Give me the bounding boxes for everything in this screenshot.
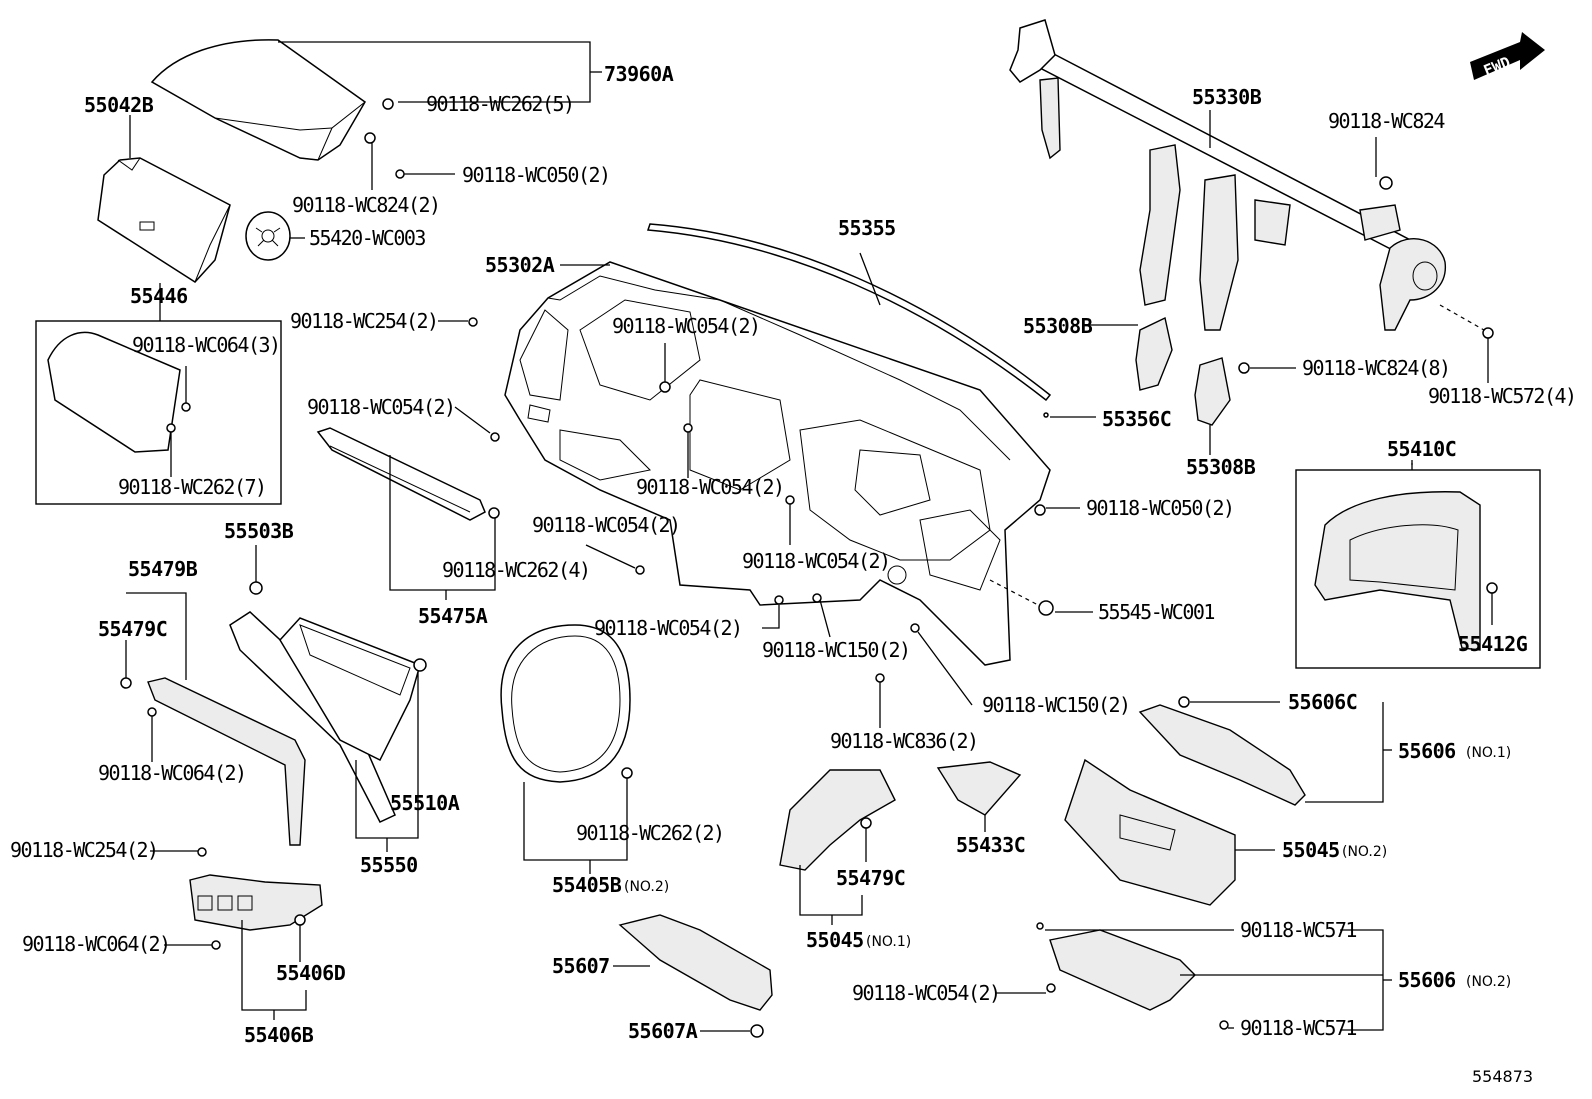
pad-55433C-part — [936, 761, 1022, 816]
label-55510A: 55510A — [390, 791, 460, 815]
label-90118-WC824-8: 90118-WC824(8) — [1302, 356, 1450, 380]
label-55406B: 55406B — [244, 1023, 314, 1047]
label-73960A: 73960A — [604, 62, 674, 86]
label-55308B-b: 55308B — [1186, 455, 1256, 479]
label-90118-WC064-2-a: 90118-WC064(2) — [98, 761, 246, 785]
drawing-number: 554873 — [1472, 1067, 1533, 1086]
label-90118-WC836-2: 90118-WC836(2) — [830, 729, 978, 753]
label-90118-WC050-2-b: 90118-WC050(2) — [1086, 496, 1234, 520]
label-90118-WC262-2: 90118-WC262(2) — [576, 821, 724, 845]
label-90118-WC254-2-a: 90118-WC254(2) — [290, 309, 438, 333]
glove-box-part — [97, 157, 231, 283]
label-55607: 55607 — [552, 954, 610, 978]
label-55475A: 55475A — [418, 604, 488, 628]
label-90118-WC824-2: 90118-WC824(2) — [292, 193, 440, 217]
label-55420-WC003: 55420-WC003 — [309, 226, 425, 250]
label-90118-WC054-2-d: 90118-WC054(2) — [532, 513, 680, 537]
defroster-strip-part — [646, 223, 1052, 402]
label-90118-WC064-2-b: 90118-WC064(2) — [22, 932, 170, 956]
label-55479C-b: 55479C — [836, 866, 905, 890]
label-55045-b: 55045 — [1282, 838, 1340, 862]
label-90118-WC054-2-a: 90118-WC054(2) — [612, 314, 760, 338]
trim-55479B-part — [147, 677, 306, 846]
label-90118-WC572-4: 90118-WC572(4) — [1428, 384, 1576, 408]
label-90118-WC262-4: 90118-WC262(4) — [442, 558, 590, 582]
label-55545-WC001: 55545-WC001 — [1098, 600, 1214, 624]
box-55410C — [1295, 469, 1541, 669]
label-90118-WC054-2-g: 90118-WC054(2) — [852, 981, 1000, 1005]
label-55405B: 55405B — [552, 873, 622, 897]
lower-panel-55475A-part — [316, 427, 486, 521]
label-90118-WC054-2-f: 90118-WC054(2) — [594, 616, 742, 640]
label-55042B: 55042B — [84, 93, 154, 117]
label-55479C-a: 55479C — [98, 617, 167, 641]
label-90118-WC254-2-b: 90118-WC254(2) — [10, 838, 158, 862]
cluster-finish-part — [1314, 491, 1481, 651]
label-55355: 55355 — [838, 216, 896, 240]
label-55412G: 55412G — [1458, 632, 1528, 656]
panel-55607-part — [618, 914, 773, 1011]
label-55045-b-note: (NO.2) — [1342, 844, 1387, 860]
label-90118-WC050-2-a: 90118-WC050(2) — [462, 163, 610, 187]
gasket-55405B-part — [500, 624, 631, 783]
label-55433C: 55433C — [956, 833, 1025, 857]
cap-55420-part — [245, 211, 291, 261]
label-55606-a: 55606 — [1398, 739, 1456, 763]
panel-55606-no2-part — [1049, 929, 1196, 1011]
label-55606-b-note: (NO.2) — [1466, 974, 1511, 990]
label-55045-a-note: (NO.1) — [866, 934, 911, 950]
label-90118-WC571-b: 90118-WC571 — [1240, 1016, 1356, 1040]
lower-box-55550-part — [229, 611, 421, 823]
label-55550: 55550 — [360, 853, 418, 877]
forward-arrow-icon: FWD — [1470, 32, 1545, 80]
label-55503B: 55503B — [224, 519, 294, 543]
cover-55045-no2-part — [1064, 758, 1236, 906]
label-55606C: 55606C — [1288, 690, 1357, 714]
label-55302A: 55302A — [485, 253, 555, 277]
label-90118-WC054-2-c: 90118-WC054(2) — [636, 475, 784, 499]
label-55406D: 55406D — [276, 961, 346, 985]
label-55356C: 55356C — [1102, 407, 1171, 431]
label-55607A: 55607A — [628, 1019, 698, 1043]
label-55308B-a: 55308B — [1023, 314, 1093, 338]
label-55606-a-note: (NO.1) — [1466, 745, 1511, 761]
panel-55606-no1-part — [1138, 704, 1306, 806]
trim-55045-no1-part — [779, 769, 896, 871]
instrument-panel-main-part — [504, 261, 1051, 666]
label-55330B: 55330B — [1192, 85, 1262, 109]
label-90118-WC262-7: 90118-WC262(7) — [118, 475, 266, 499]
leader-lines — [125, 41, 1493, 1032]
part-labels: 73960A 55042B 90118-WC262(5) 90118-WC050… — [10, 62, 1577, 1086]
switch-base-55406B-part — [189, 874, 323, 931]
label-90118-WC150-2-a: 90118-WC150(2) — [762, 638, 910, 662]
reinforcement-beam-part — [1009, 19, 1446, 331]
label-90118-WC571-a: 90118-WC571 — [1240, 918, 1356, 942]
bracket-55308B-upper-part — [1135, 316, 1173, 391]
label-90118-WC064-3: 90118-WC064(3) — [132, 333, 280, 357]
box-55446 — [35, 320, 282, 505]
label-55045-a: 55045 — [806, 928, 864, 952]
fasteners — [120, 98, 1498, 1038]
label-55410C: 55410C — [1387, 437, 1456, 461]
label-55479B: 55479B — [128, 557, 198, 581]
label-55405B-note: (NO.2) — [624, 879, 669, 895]
label-55446: 55446 — [130, 284, 188, 308]
bracket-55308B-lower-part — [1194, 357, 1231, 426]
label-55606-b: 55606 — [1398, 968, 1456, 992]
label-90118-WC054-2-b: 90118-WC054(2) — [307, 395, 455, 419]
label-90118-WC054-2-e: 90118-WC054(2) — [742, 549, 890, 573]
label-90118-WC824: 90118-WC824 — [1328, 109, 1445, 133]
label-90118-WC262-5: 90118-WC262(5) — [426, 92, 574, 116]
glove-door-inner-part — [47, 331, 181, 453]
label-90118-WC150-2-b: 90118-WC150(2) — [982, 693, 1130, 717]
glove-door-upper-part — [150, 39, 366, 161]
